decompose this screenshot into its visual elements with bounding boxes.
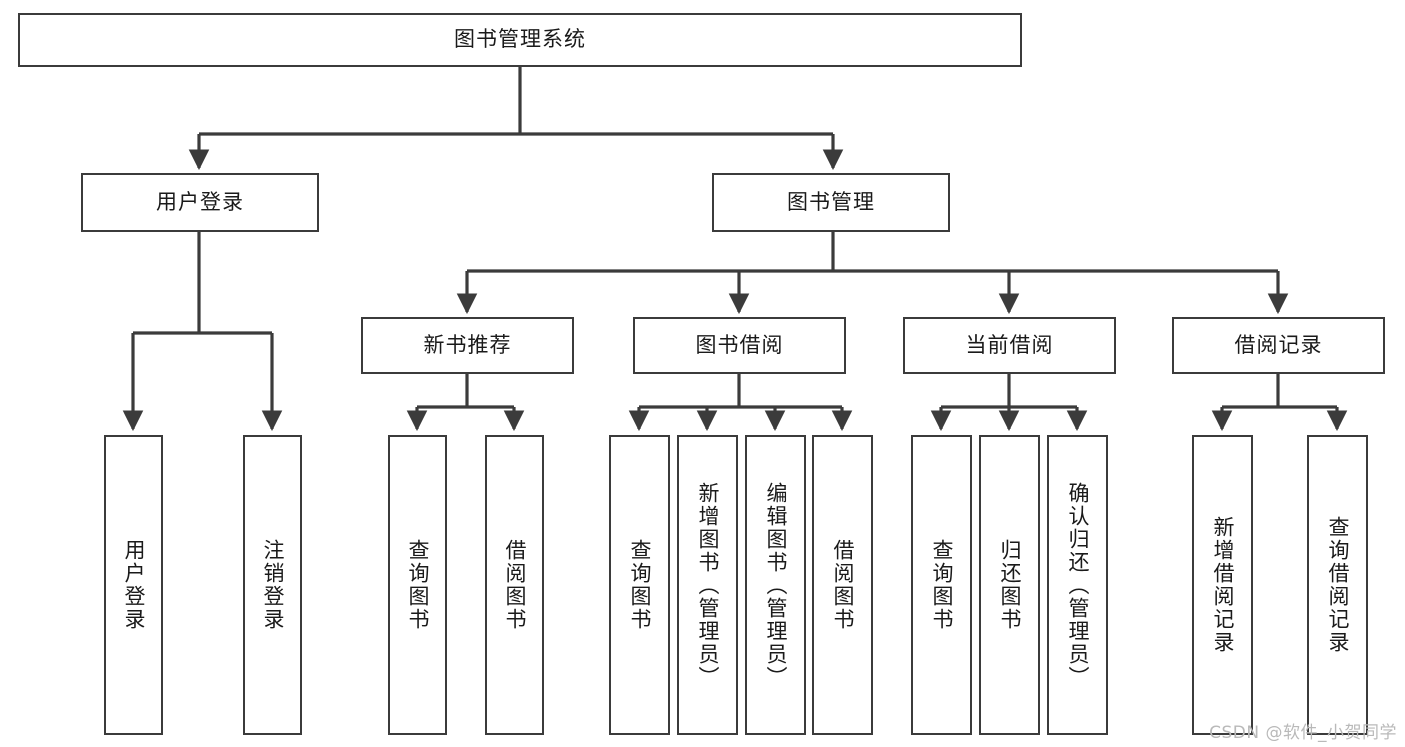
node-leaf-user-login-label: 用户登录 <box>121 539 146 631</box>
node-leaf-add-record-label: 新增借阅记录 <box>1210 516 1235 654</box>
node-leaf-borrow-book-1[interactable]: 借阅图书 <box>485 435 544 735</box>
node-leaf-return-book[interactable]: 归还图书 <box>979 435 1040 735</box>
node-leaf-add-book-label: 新增图书（管理员） <box>695 481 720 689</box>
node-book-manage-label: 图书管理 <box>787 189 875 214</box>
node-user-login-label: 用户登录 <box>156 189 244 214</box>
node-leaf-query-book-2[interactable]: 查询图书 <box>609 435 670 735</box>
node-leaf-query-book-1-label: 查询图书 <box>405 539 430 631</box>
node-book-manage[interactable]: 图书管理 <box>712 173 950 232</box>
node-new-book-rec[interactable]: 新书推荐 <box>361 317 574 374</box>
node-new-book-rec-label: 新书推荐 <box>423 332 512 357</box>
node-leaf-query-book-3-label: 查询图书 <box>929 539 954 631</box>
node-leaf-edit-book[interactable]: 编辑图书（管理员） <box>745 435 806 735</box>
node-leaf-user-logout-label: 注销登录 <box>260 539 285 631</box>
node-leaf-add-record[interactable]: 新增借阅记录 <box>1192 435 1253 735</box>
node-leaf-borrow-book-2-label: 借阅图书 <box>830 539 855 631</box>
node-leaf-user-login[interactable]: 用户登录 <box>104 435 163 735</box>
node-current-borrow-label: 当前借阅 <box>965 332 1054 357</box>
node-leaf-query-record[interactable]: 查询借阅记录 <box>1307 435 1368 735</box>
node-leaf-borrow-book-1-label: 借阅图书 <box>502 539 527 631</box>
node-book-borrow-label: 图书借阅 <box>695 332 784 357</box>
node-user-login[interactable]: 用户登录 <box>81 173 319 232</box>
node-leaf-edit-book-label: 编辑图书（管理员） <box>763 481 788 689</box>
node-book-borrow[interactable]: 图书借阅 <box>633 317 846 374</box>
node-leaf-add-book[interactable]: 新增图书（管理员） <box>677 435 738 735</box>
node-borrow-record[interactable]: 借阅记录 <box>1172 317 1385 374</box>
node-leaf-confirm-return[interactable]: 确认归还（管理员） <box>1047 435 1108 735</box>
node-borrow-record-label: 借阅记录 <box>1234 332 1323 357</box>
node-leaf-query-book-2-label: 查询图书 <box>627 539 652 631</box>
node-leaf-query-book-3[interactable]: 查询图书 <box>911 435 972 735</box>
node-leaf-query-book-1[interactable]: 查询图书 <box>388 435 447 735</box>
node-leaf-query-record-label: 查询借阅记录 <box>1325 516 1350 654</box>
node-leaf-borrow-book-2[interactable]: 借阅图书 <box>812 435 873 735</box>
node-root-label: 图书管理系统 <box>454 27 586 52</box>
node-leaf-confirm-return-label: 确认归还（管理员） <box>1065 481 1090 689</box>
node-leaf-user-logout[interactable]: 注销登录 <box>243 435 302 735</box>
csdn-watermark: CSDN @软件_小贺同学 <box>1209 723 1397 743</box>
node-current-borrow[interactable]: 当前借阅 <box>903 317 1116 374</box>
node-root[interactable]: 图书管理系统 <box>18 13 1022 67</box>
node-leaf-return-book-label: 归还图书 <box>997 539 1022 631</box>
